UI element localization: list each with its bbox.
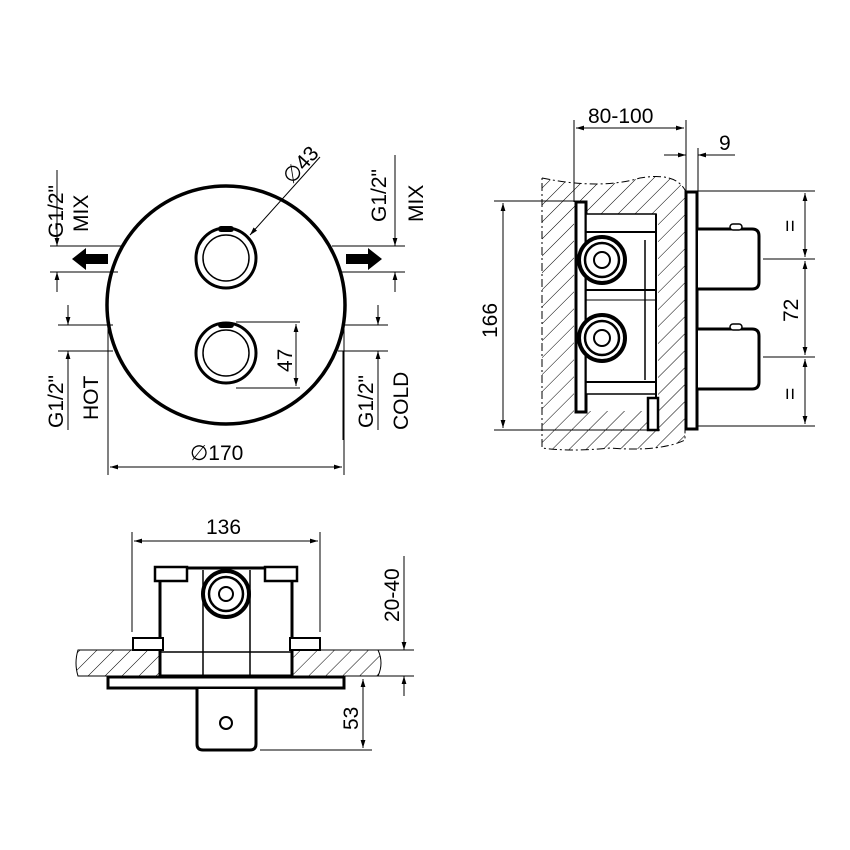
knob-diameter-label: ∅43 [279, 142, 324, 188]
wall-range-label: 20-40 [381, 568, 404, 622]
bottom-valve [201, 569, 251, 619]
knob-spacing-47-label: 47 [274, 349, 297, 372]
knob-bottom [195, 689, 258, 752]
hot-thread: G1/2" [45, 375, 68, 428]
cold-thread: G1/2" [355, 375, 378, 428]
height-166-label: 166 [479, 303, 502, 338]
lower-knob-side [698, 327, 761, 391]
width-136-label: 136 [206, 516, 241, 539]
hot-name: HOT [80, 376, 103, 421]
outer-diameter-label: ∅170 [190, 442, 243, 465]
cover-plate-circle [105, 184, 347, 426]
upper-knob-side [698, 227, 761, 291]
bottom-view: 136 20-40 53 [75, 516, 414, 752]
mix-right-name: MIX [405, 185, 428, 222]
side-view: 80-100 9 166 = 72 = [479, 105, 815, 451]
front-view: ∅43 47 ∅170 G1/2" MIX G1/2" MIX G1/2" [45, 142, 428, 475]
mix-left-arrow-icon [72, 248, 108, 270]
wall-section-hatch-bottom [75, 649, 161, 677]
projection-53-label: 53 [340, 707, 363, 730]
upper-valve [577, 235, 627, 285]
equal-top-label: = [779, 220, 802, 232]
mix-left-name: MIX [70, 195, 93, 232]
cover-plate-side [684, 190, 699, 431]
plate-thickness-label: 9 [719, 132, 731, 155]
knob-spacing-72-label: 72 [780, 299, 803, 322]
lower-valve [577, 313, 627, 363]
upper-knob [194, 226, 258, 290]
lower-knob [194, 321, 258, 385]
mix-right-thread: G1/2" [368, 169, 391, 222]
mix-left-thread: G1/2" [45, 185, 68, 238]
equal-bottom-label: = [779, 388, 802, 400]
cold-name: COLD [390, 372, 413, 430]
wall-depth-label: 80-100 [588, 105, 653, 128]
mix-right-arrow-icon [346, 248, 382, 270]
